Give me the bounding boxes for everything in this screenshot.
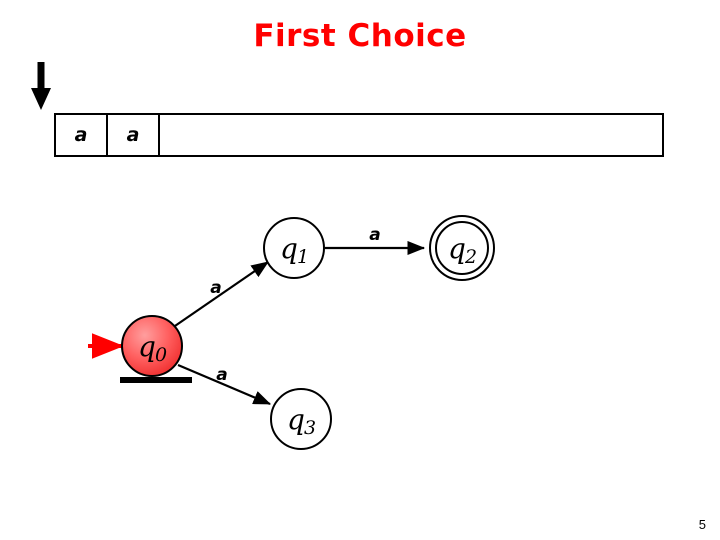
state-q0[interactable]: q 0 xyxy=(121,315,183,377)
tape-cell-1: a xyxy=(108,115,160,155)
transition-label-q0-q1: a xyxy=(210,278,221,298)
state-q0-sublabel: 0 xyxy=(155,344,167,366)
state-q0-label: q xyxy=(138,330,156,363)
page-title: First Choice xyxy=(253,18,467,54)
state-q3-label: q xyxy=(287,403,305,436)
state-q1-label: q xyxy=(280,232,298,265)
transition-q0-q1 xyxy=(171,261,269,329)
state-q2-sublabel: 2 xyxy=(464,246,477,268)
state-q3-sublabel: 3 xyxy=(304,417,316,439)
tape: a a xyxy=(54,113,664,157)
automaton-diagram: a a a q 0 q 1 q 2 q 3 xyxy=(88,215,495,450)
transition-q0-q3 xyxy=(177,363,272,406)
state-q3[interactable]: q 3 xyxy=(270,388,332,450)
tape-cell-0: a xyxy=(56,115,108,155)
transition-label-q0-q3: a xyxy=(216,365,227,385)
state-q2[interactable]: q 2 xyxy=(429,215,495,281)
state-q1[interactable]: q 1 xyxy=(263,217,325,279)
transition-label-q1-q2: a xyxy=(369,225,380,245)
state-q1-sublabel: 1 xyxy=(297,246,309,268)
state-q2-label: q xyxy=(448,232,466,265)
tape-head-arrow-icon xyxy=(31,62,51,110)
page-number: 5 xyxy=(698,517,706,532)
